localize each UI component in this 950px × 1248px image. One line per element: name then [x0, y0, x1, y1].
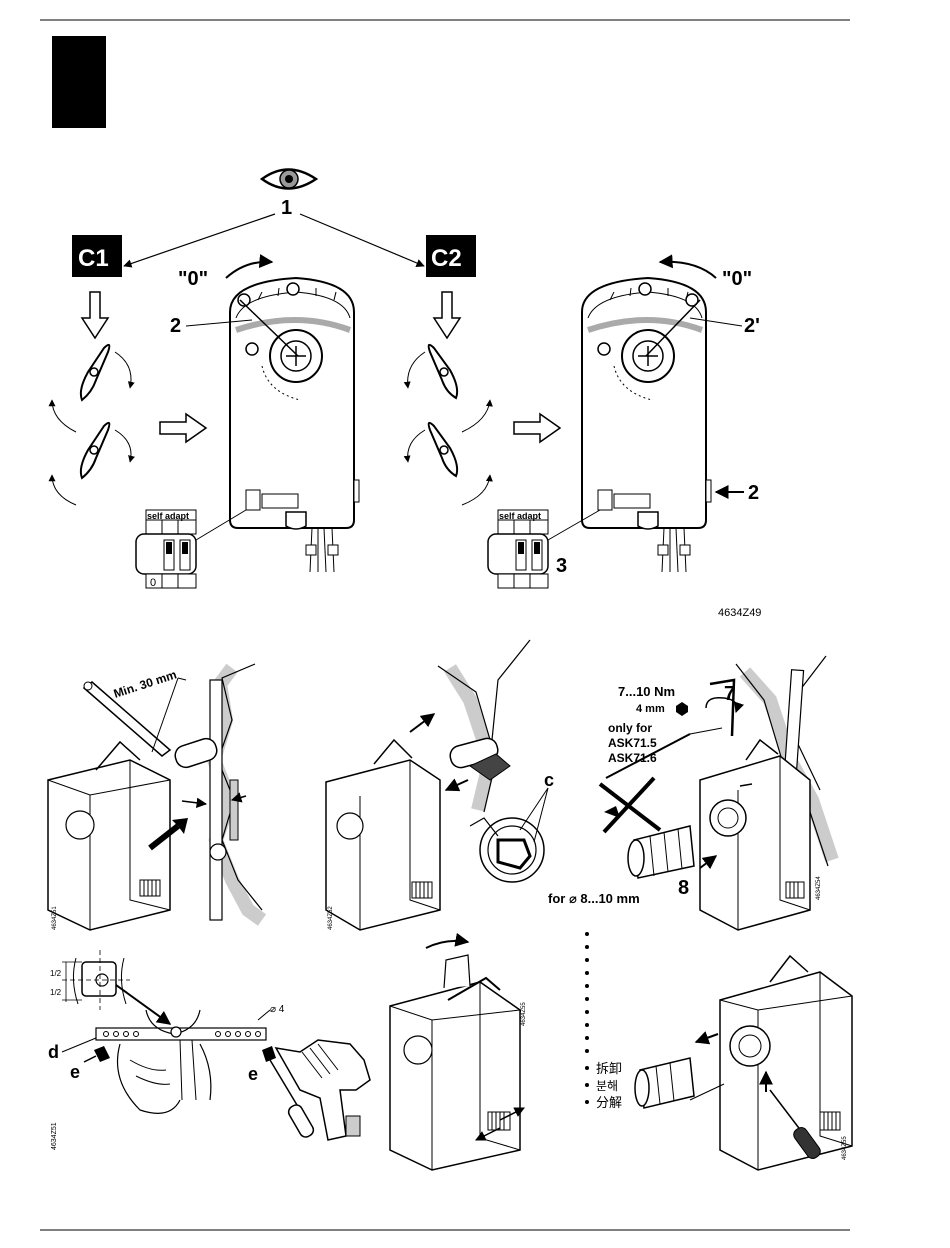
torque-label: 7...10 Nm — [618, 684, 675, 699]
arrow-to-c2 — [300, 214, 424, 266]
min-30-label: Min. 30 mm — [112, 667, 178, 701]
section-marker-block — [52, 36, 106, 128]
right-arrow-left — [160, 414, 206, 442]
panel-actuator-rotate — [390, 941, 524, 1170]
half-bottom-label: 1/2 — [50, 988, 62, 997]
c2-badge-label: C2 — [431, 245, 462, 272]
dotted-separator — [585, 932, 589, 1104]
step-2-left-label: 2 — [170, 315, 181, 337]
step-1-label: 1 — [281, 197, 292, 219]
zh-simplified-label: 拆卸 — [596, 1061, 622, 1076]
hex-size-label: 4 mm — [636, 703, 665, 715]
panel-drill-mount — [62, 950, 370, 1140]
eye-icon — [262, 170, 316, 189]
zh-korean-label: 분해 — [596, 1079, 618, 1093]
rotation-arrow-left — [226, 262, 272, 278]
step-3-label: 3 — [556, 555, 567, 577]
step-2-prime-label: 2' — [744, 315, 760, 337]
self-adapt-label-right: self adapt — [499, 511, 541, 521]
figure-code-bottom-left: 4634Z51 — [51, 1122, 58, 1150]
figure-code-bottom-mid: 4634Z55 — [521, 1002, 527, 1026]
self-adapt-label-left: self adapt — [147, 511, 189, 521]
right-arrow-right — [514, 414, 560, 442]
zh-traditional-label: 分解 — [596, 1095, 622, 1110]
dia-4-label: ⌀ 4 — [270, 1004, 285, 1015]
self-adapt-switch-right — [488, 510, 548, 588]
figure-code-bottom-right: 4634Z55 — [842, 1136, 848, 1160]
zero-label-right: "0" — [722, 268, 752, 290]
zero-label-left: "0" — [178, 268, 208, 290]
d-label: d — [48, 1042, 59, 1062]
down-arrow-right — [434, 292, 460, 338]
panel-shaft-clamp — [326, 640, 548, 930]
arrow-to-c1 — [124, 214, 275, 266]
panel-mount-shaft — [48, 664, 262, 930]
half-top-label: 1/2 — [50, 969, 62, 978]
figure-code-mid-right: 4634Z54 — [816, 876, 822, 900]
d-leader — [62, 1038, 96, 1052]
c1-badge-label: C1 — [78, 245, 109, 272]
actuator-front-right — [582, 278, 711, 572]
switch-zero-label: 0 — [150, 577, 156, 589]
step-8-label: 8 — [678, 877, 689, 899]
e-right-label: e — [248, 1064, 258, 1084]
damper-blades-right — [408, 345, 490, 505]
panel-disassembly — [635, 956, 852, 1170]
figure-code-mid: 4634Z52 — [328, 906, 334, 930]
figure-code-top: 4634Z49 — [718, 607, 761, 619]
e-left-label: e — [70, 1062, 80, 1082]
actuator-front-left — [230, 278, 359, 572]
damper-blades-left — [52, 345, 131, 505]
step-2-right-label: 2 — [748, 482, 759, 504]
self-adapt-switch-left — [136, 510, 196, 588]
ask716-label: ASK71.6 — [608, 751, 657, 765]
c-label: c — [544, 770, 554, 790]
only-for-label: only for — [608, 721, 652, 735]
down-arrow-left — [82, 292, 108, 338]
rotation-arrow-right — [660, 262, 716, 278]
figure-code-mid-left: 4634Z51 — [52, 906, 58, 930]
ask715-label: ASK71.5 — [608, 736, 657, 750]
shaft-range-label: for ⌀ 8...10 mm — [548, 891, 640, 906]
step-7-label: 7 — [724, 683, 735, 705]
